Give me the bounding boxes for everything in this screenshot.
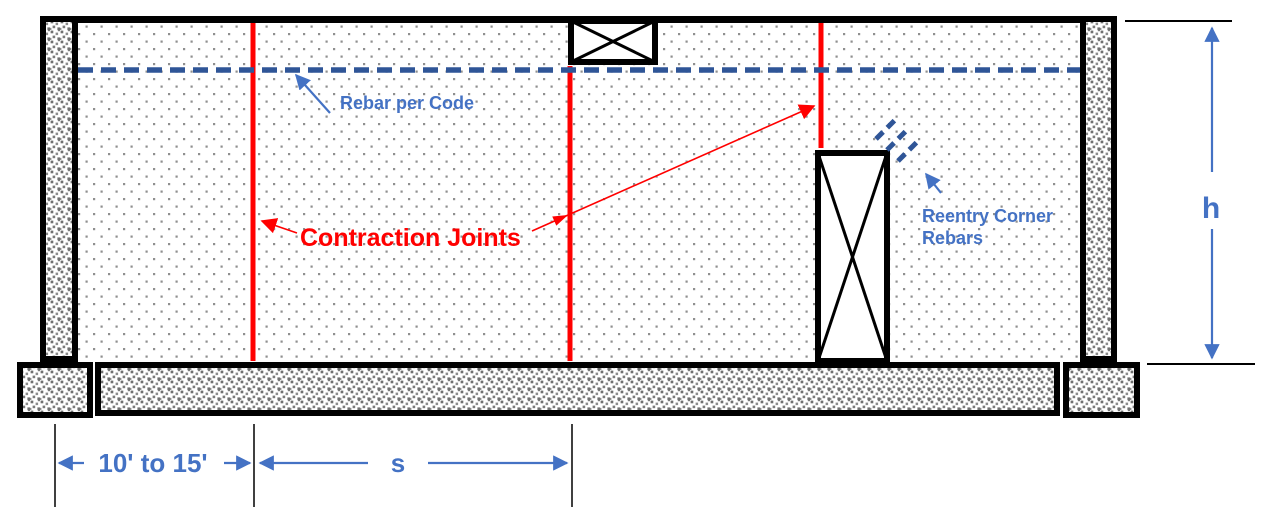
tall-opening <box>815 150 890 364</box>
right-end-column <box>1080 16 1117 362</box>
footing-right-block <box>1063 362 1140 418</box>
height-dimension: h <box>1125 20 1255 365</box>
contraction-joints-arrow-left <box>260 218 298 234</box>
footing-left-block <box>17 362 93 418</box>
rebar-per-code-arrow <box>294 73 331 114</box>
left-end-column <box>40 16 78 362</box>
end-distance-dimension-label: 10' to 15' <box>98 448 207 478</box>
bottom-dimensions: 10' to 15' s <box>54 424 573 507</box>
contraction-joints-arrow-right <box>531 104 816 232</box>
wall-panel <box>78 16 1080 362</box>
svg-text:Reentry Corner: Reentry Corner <box>922 206 1053 226</box>
main-footing <box>95 362 1060 416</box>
reentry-corner-rebars-label: Reentry Corner Rebars <box>922 206 1053 248</box>
top-opening <box>568 18 658 65</box>
reentry-rebars-arrow <box>925 172 942 194</box>
contraction-joints-arrowhead-mid <box>552 215 568 226</box>
joint-spacing-dimension: s <box>258 448 569 478</box>
reentry-rebars-symbol <box>874 116 921 163</box>
svg-text:Rebars: Rebars <box>922 228 983 248</box>
joint-spacing-dimension-label: s <box>391 448 405 478</box>
height-dimension-label: h <box>1202 192 1220 225</box>
tall-opening-x-brace <box>816 152 889 362</box>
top-opening-x-brace <box>570 19 656 64</box>
end-distance-dimension: 10' to 15' <box>57 448 252 478</box>
rebar-per-code-label: Rebar per Code <box>340 93 474 113</box>
contraction-joints-label: Contraction Joints <box>300 224 521 252</box>
